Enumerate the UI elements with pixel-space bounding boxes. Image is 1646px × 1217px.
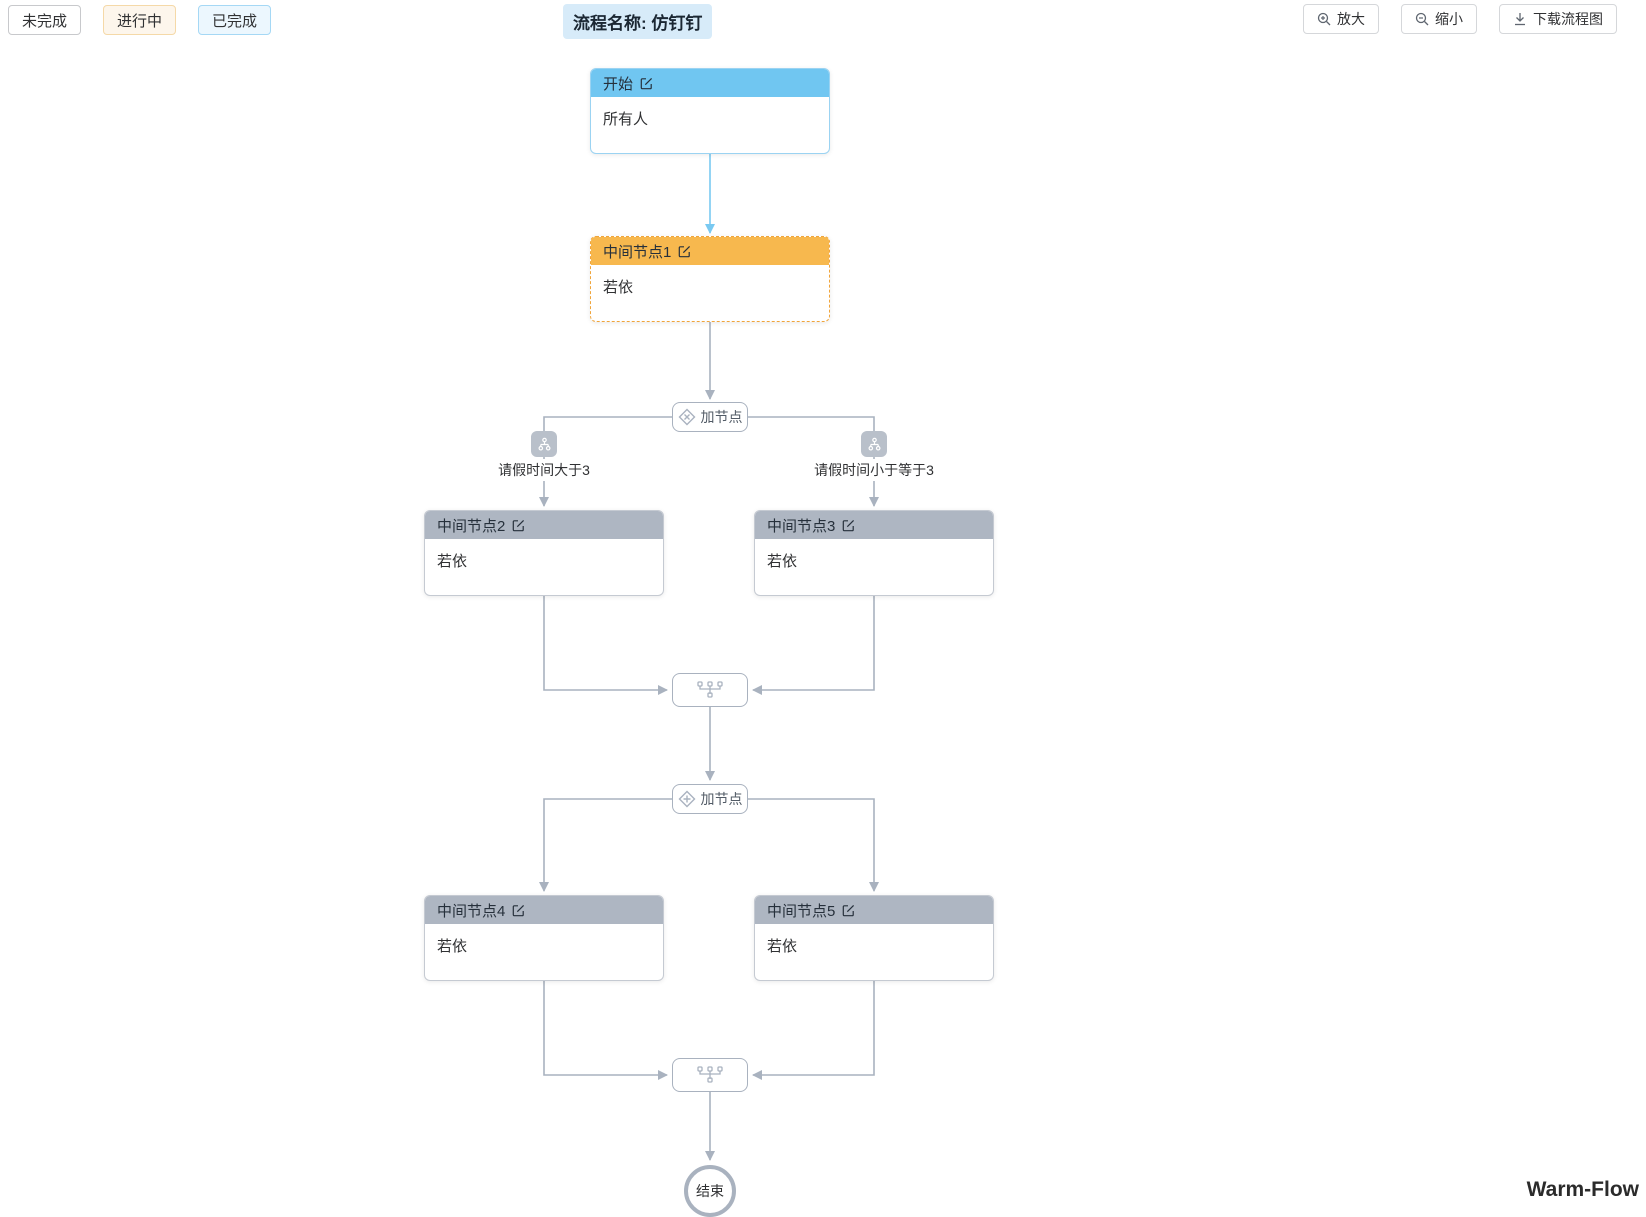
mid-node-1-title: 中间节点1 xyxy=(603,243,672,261)
mid-node-5-assignee: 若依 xyxy=(767,938,798,955)
mid-node-4[interactable]: 中间节点4 若依 xyxy=(424,895,664,981)
download-icon xyxy=(1513,12,1527,26)
edit-icon[interactable] xyxy=(512,904,525,917)
mid-node-3[interactable]: 中间节点3 若依 xyxy=(754,510,994,596)
zoom-in-label: 放大 xyxy=(1337,11,1365,27)
mid-node-4-header: 中间节点4 xyxy=(425,896,663,924)
merge-icon xyxy=(697,681,723,699)
condition-label-right: 请假时间小于等于3 xyxy=(810,459,938,481)
mid-node-3-title: 中间节点3 xyxy=(767,517,836,535)
legend-in-progress: 进行中 xyxy=(103,5,177,35)
merge-gateway-node xyxy=(672,1058,748,1092)
legend-not-started: 未完成 xyxy=(8,5,82,35)
start-node-header: 开始 xyxy=(591,69,829,97)
exclusive-gateway-add-node[interactable]: 加节点 xyxy=(672,402,748,432)
mid-node-3-assignee: 若依 xyxy=(767,553,798,570)
download-flowchart-button[interactable]: 下载流程图 xyxy=(1499,4,1617,34)
mid-node-4-assignee: 若依 xyxy=(437,938,468,955)
exclusive-gateway-icon xyxy=(678,408,696,426)
mid-node-2[interactable]: 中间节点2 若依 xyxy=(424,510,664,596)
status-legend: 未完成 进行中 已完成 xyxy=(8,5,272,35)
edit-icon[interactable] xyxy=(842,519,855,532)
start-node-assignee: 所有人 xyxy=(603,111,649,128)
add-node-label: 加节点 xyxy=(700,791,743,807)
mid-node-1-header: 中间节点1 xyxy=(591,237,829,265)
start-node-title: 开始 xyxy=(603,75,634,93)
zoom-out-button[interactable]: 缩小 xyxy=(1401,4,1477,34)
condition-label-left: 请假时间大于3 xyxy=(494,459,594,481)
mid-node-5-title: 中间节点5 xyxy=(767,902,836,920)
mid-node-4-title: 中间节点4 xyxy=(437,902,506,920)
mid-node-1[interactable]: 中间节点1 若依 xyxy=(590,236,830,322)
zoom-in-button[interactable]: 放大 xyxy=(1303,4,1379,34)
flow-title: 流程名称: 仿钉钉 xyxy=(563,4,713,39)
start-node[interactable]: 开始 所有人 xyxy=(590,68,830,154)
zoom-in-icon xyxy=(1317,12,1331,26)
mid-node-2-assignee: 若依 xyxy=(437,553,468,570)
condition-branch-icon[interactable] xyxy=(531,431,557,457)
edit-icon[interactable] xyxy=(512,519,525,532)
legend-completed: 已完成 xyxy=(198,5,272,35)
zoom-out-icon xyxy=(1415,12,1429,26)
end-node-label: 结束 xyxy=(696,1183,724,1199)
mid-node-5[interactable]: 中间节点5 若依 xyxy=(754,895,994,981)
parallel-gateway-add-node[interactable]: 加节点 xyxy=(672,784,748,814)
toolbar-actions: 放大 缩小 下载流程图 xyxy=(1303,4,1617,34)
mid-node-3-header: 中间节点3 xyxy=(755,511,993,539)
mid-node-5-header: 中间节点5 xyxy=(755,896,993,924)
edit-icon[interactable] xyxy=(842,904,855,917)
merge-icon xyxy=(697,1066,723,1084)
condition-branch-icon[interactable] xyxy=(861,431,887,457)
edit-icon[interactable] xyxy=(678,245,691,258)
edit-icon[interactable] xyxy=(640,77,653,90)
mid-node-1-assignee: 若依 xyxy=(603,279,634,296)
end-node[interactable]: 结束 xyxy=(684,1165,736,1217)
download-label: 下载流程图 xyxy=(1533,11,1603,27)
mid-node-2-header: 中间节点2 xyxy=(425,511,663,539)
zoom-out-label: 缩小 xyxy=(1435,11,1463,27)
add-node-label: 加节点 xyxy=(700,409,743,425)
warm-flow-watermark: Warm-Flow xyxy=(1526,1178,1639,1201)
merge-gateway-node xyxy=(672,673,748,707)
mid-node-2-title: 中间节点2 xyxy=(437,517,506,535)
parallel-gateway-icon xyxy=(678,790,696,808)
